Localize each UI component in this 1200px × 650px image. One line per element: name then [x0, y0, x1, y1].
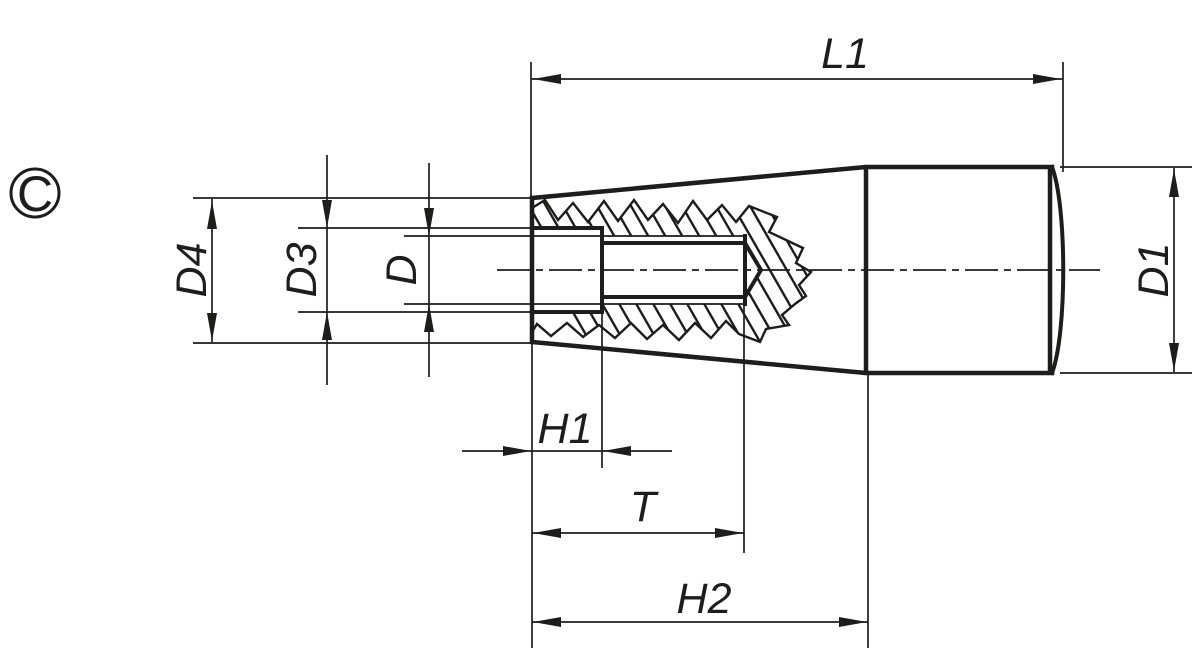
view-label-circle	[9, 167, 61, 219]
l1-extension-lines	[530, 62, 1064, 196]
dim-label-h1: H1	[538, 405, 593, 453]
dim-label-d1: D1	[1130, 243, 1178, 298]
dimension-h2: H2	[532, 375, 869, 648]
dim-label-h2: H2	[677, 575, 732, 623]
t-arrowhead-right	[715, 528, 743, 538]
d4-arrowhead-top	[207, 201, 217, 229]
dimension-d1: D1	[1060, 166, 1192, 374]
d3-arrowhead-bottom	[322, 312, 332, 340]
l1-arrowhead-left	[533, 74, 561, 84]
view-label-letter: C	[17, 166, 53, 222]
h2-arrowhead-left	[533, 617, 561, 627]
dim-label-d3: D3	[278, 242, 326, 297]
h1-arrowhead-left	[503, 446, 531, 456]
d-arrowhead-top	[424, 208, 434, 236]
tapped-hole-outline	[600, 234, 764, 306]
t-arrowhead-left	[533, 528, 561, 538]
view-label: C	[9, 166, 61, 222]
knob-dome-end-arc	[1049, 164, 1066, 376]
dim-label-d: D	[378, 254, 426, 285]
knob-outline	[529, 164, 1066, 376]
dimension-h1: H1	[462, 314, 672, 648]
d3-extension-lines	[298, 227, 532, 313]
dim-label-l1: L1	[821, 30, 869, 78]
knob-taper-and-cylinder	[529, 164, 1055, 376]
d4-extension-lines	[193, 197, 532, 344]
counterbore-outline	[530, 226, 604, 314]
d1-extension-lines	[1060, 166, 1192, 374]
d4-arrowhead-bottom	[207, 313, 217, 341]
d3-arrowhead-top	[322, 200, 332, 228]
thread-major-diameter-lines	[404, 235, 743, 305]
break-line	[530, 197, 813, 344]
dim-label-d4: D4	[168, 243, 216, 298]
h1-arrowhead-right	[603, 446, 631, 456]
l1-arrowhead-right	[1033, 74, 1061, 84]
thread-bore	[404, 226, 764, 314]
d1-arrowhead-bottom	[1169, 343, 1179, 371]
dimension-l1: L1	[530, 30, 1064, 196]
dim-label-t: T	[630, 483, 659, 531]
h1-extension-lines	[531, 314, 603, 648]
dimension-d3: D3	[278, 155, 532, 385]
dimension-t: T	[532, 300, 745, 553]
d1-arrowhead-top	[1169, 169, 1179, 197]
d-arrowhead-bottom	[424, 304, 434, 332]
h2-arrowhead-right	[839, 617, 867, 627]
dimension-d4: D4	[168, 197, 532, 344]
dimension-d: D	[378, 163, 434, 377]
